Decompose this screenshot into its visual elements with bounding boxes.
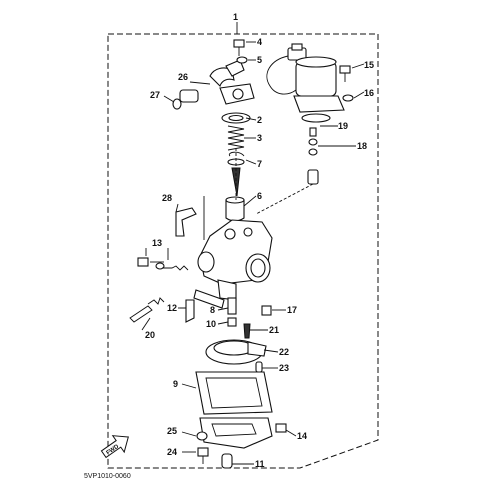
callout-6: 6 <box>257 191 262 201</box>
callout-24: 24 <box>167 447 177 457</box>
screw-20 <box>129 297 165 331</box>
screw-4 <box>233 39 245 56</box>
callout-21: 21 <box>269 325 279 335</box>
washer-16 <box>342 94 354 102</box>
drain-11 <box>221 453 233 469</box>
hose-28 <box>175 196 205 240</box>
callout-28: 28 <box>162 193 172 203</box>
callout-13: 13 <box>152 238 162 248</box>
fwd-arrow-icon: FWD <box>100 435 129 459</box>
carburetor-body <box>193 219 273 309</box>
pin-23 <box>255 361 263 373</box>
leader-lines <box>163 41 365 465</box>
callout-18: 18 <box>357 141 367 151</box>
needle-valve-21 <box>243 323 251 339</box>
callout-23: 23 <box>279 363 289 373</box>
screw-24 <box>197 447 209 464</box>
float-22 <box>205 339 267 365</box>
screw-15 <box>339 65 351 82</box>
callout-5: 5 <box>257 55 262 65</box>
callout-11: 11 <box>255 459 265 469</box>
callout-10: 10 <box>206 319 216 329</box>
callout-2: 2 <box>257 115 262 125</box>
part-12 <box>180 299 195 323</box>
callout-7: 7 <box>257 159 262 169</box>
pilot-screw-13 <box>137 248 189 271</box>
callout-19: 19 <box>338 121 348 131</box>
gasket-9 <box>195 371 273 415</box>
callout-4: 4 <box>257 37 262 47</box>
washer-5 <box>236 56 248 64</box>
diagram-code: 5VP1010-0060 <box>84 473 131 480</box>
guide-choke <box>255 183 314 215</box>
callout-22: 22 <box>279 347 289 357</box>
callout-27: 27 <box>150 90 160 100</box>
callout-26: 26 <box>178 72 188 82</box>
callout-20: 20 <box>145 330 155 340</box>
callout-17: 17 <box>287 305 297 315</box>
callout-9: 9 <box>173 379 178 389</box>
callout-8: 8 <box>210 305 215 315</box>
float-bowl <box>199 417 273 449</box>
callout-15: 15 <box>364 60 374 70</box>
jet-10 <box>227 317 237 327</box>
auto-choke-assembly <box>266 43 345 185</box>
callout-3: 3 <box>257 133 262 143</box>
callout-16: 16 <box>364 88 374 98</box>
screw-14 <box>275 423 287 433</box>
callout-1: 1 <box>233 12 238 22</box>
callout-12: 12 <box>167 303 177 313</box>
screw-17 <box>261 305 272 316</box>
assembly-frame <box>107 33 379 469</box>
callout-25: 25 <box>167 426 177 436</box>
callout-14: 14 <box>297 431 307 441</box>
starter-plunger-assembly <box>172 59 255 222</box>
jet-8 <box>227 297 237 315</box>
screw-25 <box>196 431 208 441</box>
